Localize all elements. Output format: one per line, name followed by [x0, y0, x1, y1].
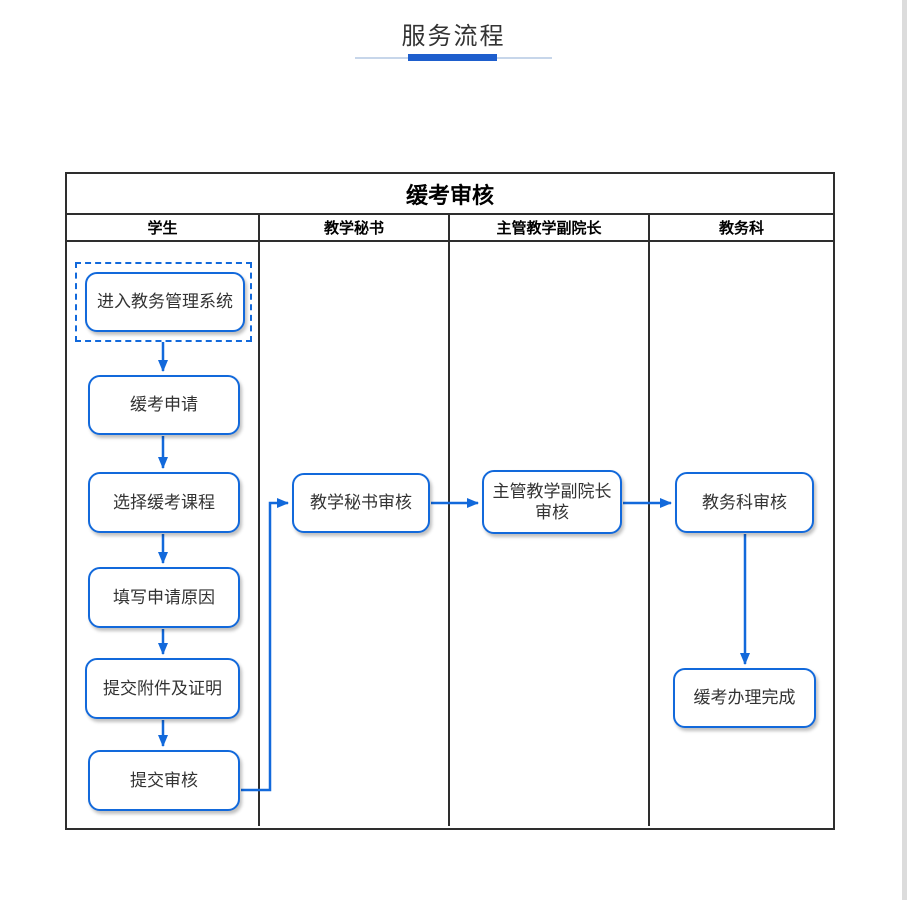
- flow-node-enter-system: 进入教务管理系统: [85, 272, 245, 332]
- flow-node-fill-reason: 填写申请原因: [88, 567, 240, 628]
- lane-col-vice-dean: [450, 242, 650, 826]
- flow-node-vice-dean-review: 主管教学副院长审核: [482, 470, 622, 534]
- flow-node-submit-attachments: 提交附件及证明: [85, 658, 240, 719]
- start-node-dashed-frame: [75, 262, 252, 342]
- flow-node-select-course: 选择缓考课程: [88, 472, 240, 533]
- flow-node-complete: 缓考办理完成: [673, 668, 816, 728]
- lane-header-secretary: 教学秘书: [260, 215, 450, 240]
- flow-node-apply: 缓考申请: [88, 375, 240, 435]
- page-title: 服务流程: [401, 23, 506, 50]
- lane-header-vice-dean: 主管教学副院长: [450, 215, 650, 240]
- lane-header-academic-office: 教务科: [718, 220, 764, 237]
- flow-node-secretary-review: 教学秘书审核: [292, 473, 430, 533]
- lane-col-academic-office: [650, 242, 833, 826]
- lane-header-row: 学生 教学秘书 主管教学副院长 教务科: [67, 215, 833, 242]
- diagram-title: 缓考审核: [67, 174, 833, 215]
- flow-node-academic-office-review: 教务科审核: [675, 472, 814, 533]
- lane-col-secretary: [260, 242, 450, 826]
- flow-node-submit-review: 提交审核: [88, 750, 240, 811]
- scrollbar[interactable]: [902, 0, 907, 900]
- title-underline-accent: [408, 54, 497, 61]
- lane-header-student: 学生: [67, 215, 260, 240]
